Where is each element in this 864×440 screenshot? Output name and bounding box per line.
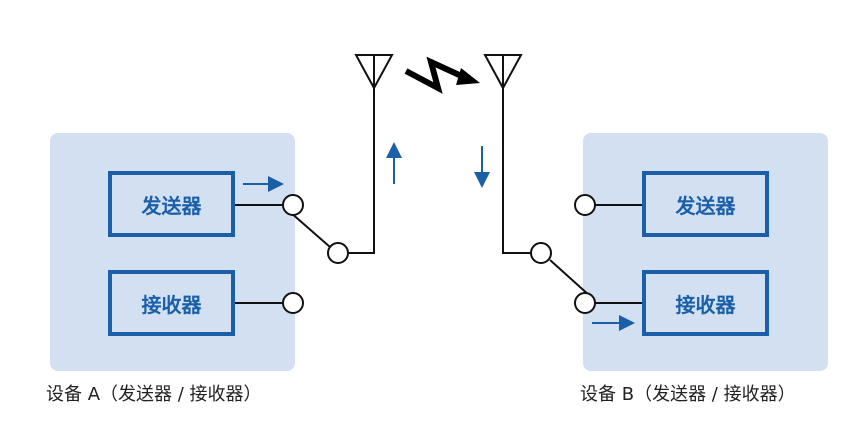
device-b-antenna-feed (502, 85, 531, 254)
device-b-receiver-label: 接收器 (675, 292, 736, 317)
device-a-antenna-icon (354, 54, 394, 91)
device-a-switch-pivot (327, 242, 349, 264)
device-a-switch-arm (289, 211, 331, 248)
device-b-transmitter-label: 发送器 (675, 193, 736, 218)
device-a-transmitter-terminal (282, 194, 304, 216)
device-a-receiver-label: 接收器 (141, 292, 202, 317)
device-b-switch-arm (549, 259, 591, 297)
device-b-receiver-box: 接收器 (642, 270, 769, 336)
device-a-antenna-feed (349, 85, 375, 254)
device-b-transmitter-box: 发送器 (642, 171, 769, 237)
lightning-bolt-arrow-icon (404, 56, 480, 94)
device-a-label: 设备 A（发送器 / 接收器） (46, 384, 262, 405)
device-a-transmitter-box: 发送器 (108, 171, 235, 237)
device-a-receiver-terminal (282, 292, 304, 314)
device-b-switch-pivot (530, 242, 552, 264)
device-a-receiver-box: 接收器 (108, 270, 235, 336)
device-b-receiver-terminal (574, 292, 596, 314)
device-a-transmitter-label: 发送器 (141, 193, 202, 218)
device-b-label: 设备 B（发送器 / 接收器） (580, 384, 796, 405)
device-b-antenna-icon (483, 54, 523, 91)
device-b-transmitter-terminal (574, 194, 596, 216)
